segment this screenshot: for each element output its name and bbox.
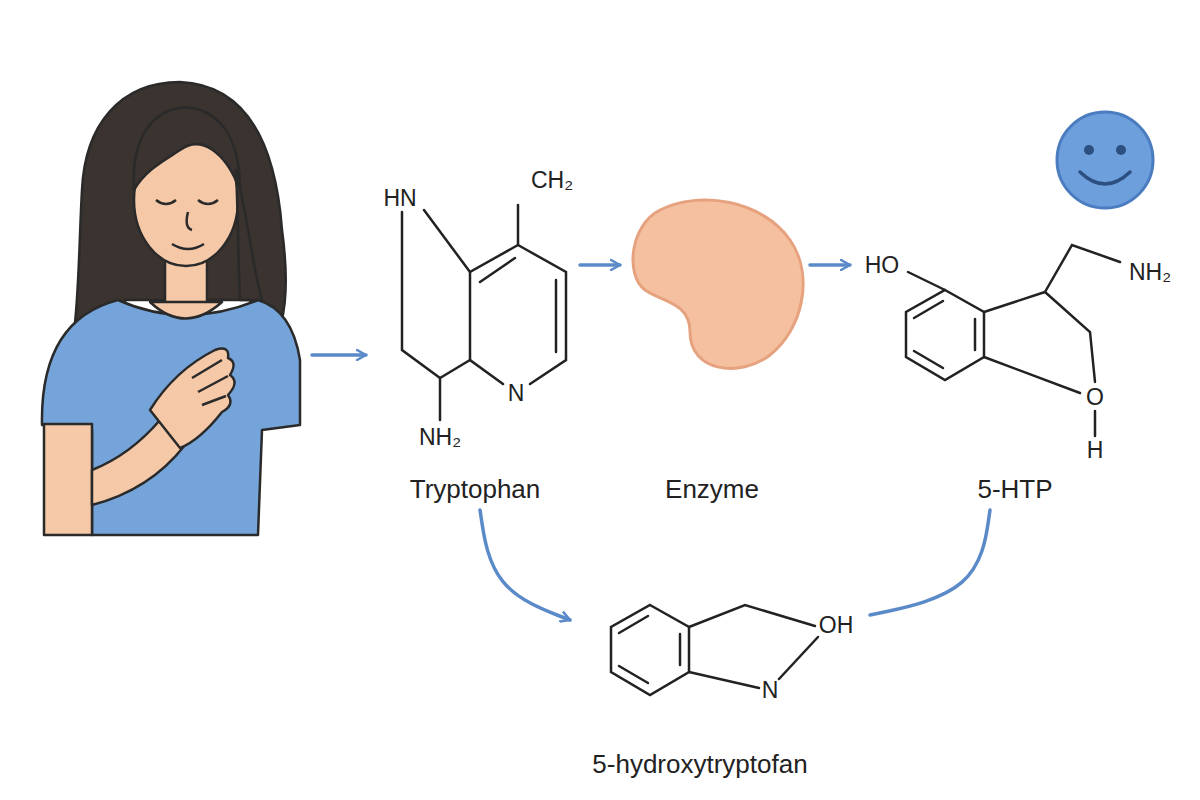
- bond: [518, 245, 566, 384]
- molecule-name: Tryptophan: [410, 475, 541, 505]
- text-placer: OH: [819, 612, 854, 638]
- bond: [611, 605, 689, 695]
- nose: [187, 212, 192, 230]
- bond: [908, 272, 945, 290]
- bond: [424, 210, 470, 272]
- bond: [906, 290, 984, 380]
- text-placer: NH₂: [419, 424, 461, 450]
- bond: [439, 378, 442, 420]
- text-placer: HN: [383, 185, 416, 211]
- pathway-arrow: [810, 263, 850, 267]
- bond: [1094, 411, 1097, 436]
- pathway-arrow: [480, 510, 570, 620]
- molecule-name: 5-HTP: [977, 475, 1052, 505]
- atom-label: NH₂: [419, 424, 461, 450]
- bond: [914, 301, 975, 368]
- molecule-node: OH N 5-hydroxytryptofan: [570, 590, 870, 790]
- hair-side: [236, 170, 262, 300]
- enzyme-shape: [633, 200, 803, 368]
- atom-label: NH₂: [1129, 259, 1171, 285]
- hand: [150, 349, 235, 448]
- arm: [44, 424, 92, 535]
- tryptophan-bonds: [402, 205, 566, 420]
- bond: [1045, 245, 1120, 292]
- text-placer: N: [508, 380, 525, 406]
- bond: [984, 292, 1095, 382]
- text-placer: N: [762, 677, 779, 703]
- smiley-eye: [1084, 145, 1094, 155]
- bond: [555, 280, 558, 352]
- shirt: [42, 300, 300, 535]
- bond: [689, 672, 759, 688]
- smiley-disc: [1057, 112, 1153, 208]
- text-placer: HO: [865, 252, 900, 278]
- collar: [150, 302, 222, 319]
- atom-label: O: [1086, 384, 1104, 410]
- atom-label: HO: [865, 252, 900, 278]
- hydroxy-bonds: [611, 605, 818, 695]
- pathway-arrow: [870, 510, 990, 615]
- smiley-face: [1057, 112, 1153, 208]
- molecule-name: Enzyme: [665, 475, 759, 505]
- intake-arrow: [312, 353, 366, 357]
- smiley-eye: [1116, 145, 1126, 155]
- htp-bonds: [906, 245, 1120, 436]
- bond: [689, 605, 815, 627]
- woman-figure: [42, 82, 300, 535]
- closed-eye: [156, 200, 176, 204]
- text-placer: O: [1086, 384, 1104, 410]
- atom-label: CH₂: [531, 167, 573, 193]
- text-placer: 5-hydroxytryptofan: [592, 750, 807, 780]
- enzyme-node: Enzyme: [620, 190, 810, 510]
- bond: [984, 357, 1080, 393]
- text-placer: NH₂: [1129, 259, 1171, 285]
- text-placer: Enzyme: [665, 475, 759, 505]
- molecule-node: CH₂ HN N NH₂ Tryptophan: [370, 160, 580, 510]
- bond: [517, 205, 520, 245]
- enzyme-outline: [620, 190, 810, 510]
- atom-label: N: [508, 380, 525, 406]
- text-placer: Tryptophan: [410, 475, 541, 505]
- finger-line: [192, 360, 228, 405]
- bond: [619, 616, 680, 683]
- bond: [480, 258, 515, 282]
- atom-label: HN: [383, 185, 416, 211]
- atom-label: OH: [819, 612, 854, 638]
- smiley-mouth: [1080, 172, 1130, 184]
- text-placer: 5-HTP: [977, 475, 1052, 505]
- molecule-name: 5-hydroxytryptofan: [592, 750, 807, 780]
- closed-eye: [198, 200, 218, 204]
- atom-label: H: [1087, 437, 1104, 463]
- bond: [470, 245, 518, 384]
- text-placer: CH₂: [531, 167, 573, 193]
- smile: [172, 244, 204, 249]
- hair-fringe: [134, 108, 240, 190]
- bond: [779, 637, 818, 679]
- atom-label: N: [762, 677, 779, 703]
- pathway-arrow: [580, 263, 620, 267]
- text-placer: H: [1087, 437, 1104, 463]
- bond: [402, 212, 470, 378]
- molecule-node: HO NH₂ O H 5-HTP: [850, 225, 1185, 510]
